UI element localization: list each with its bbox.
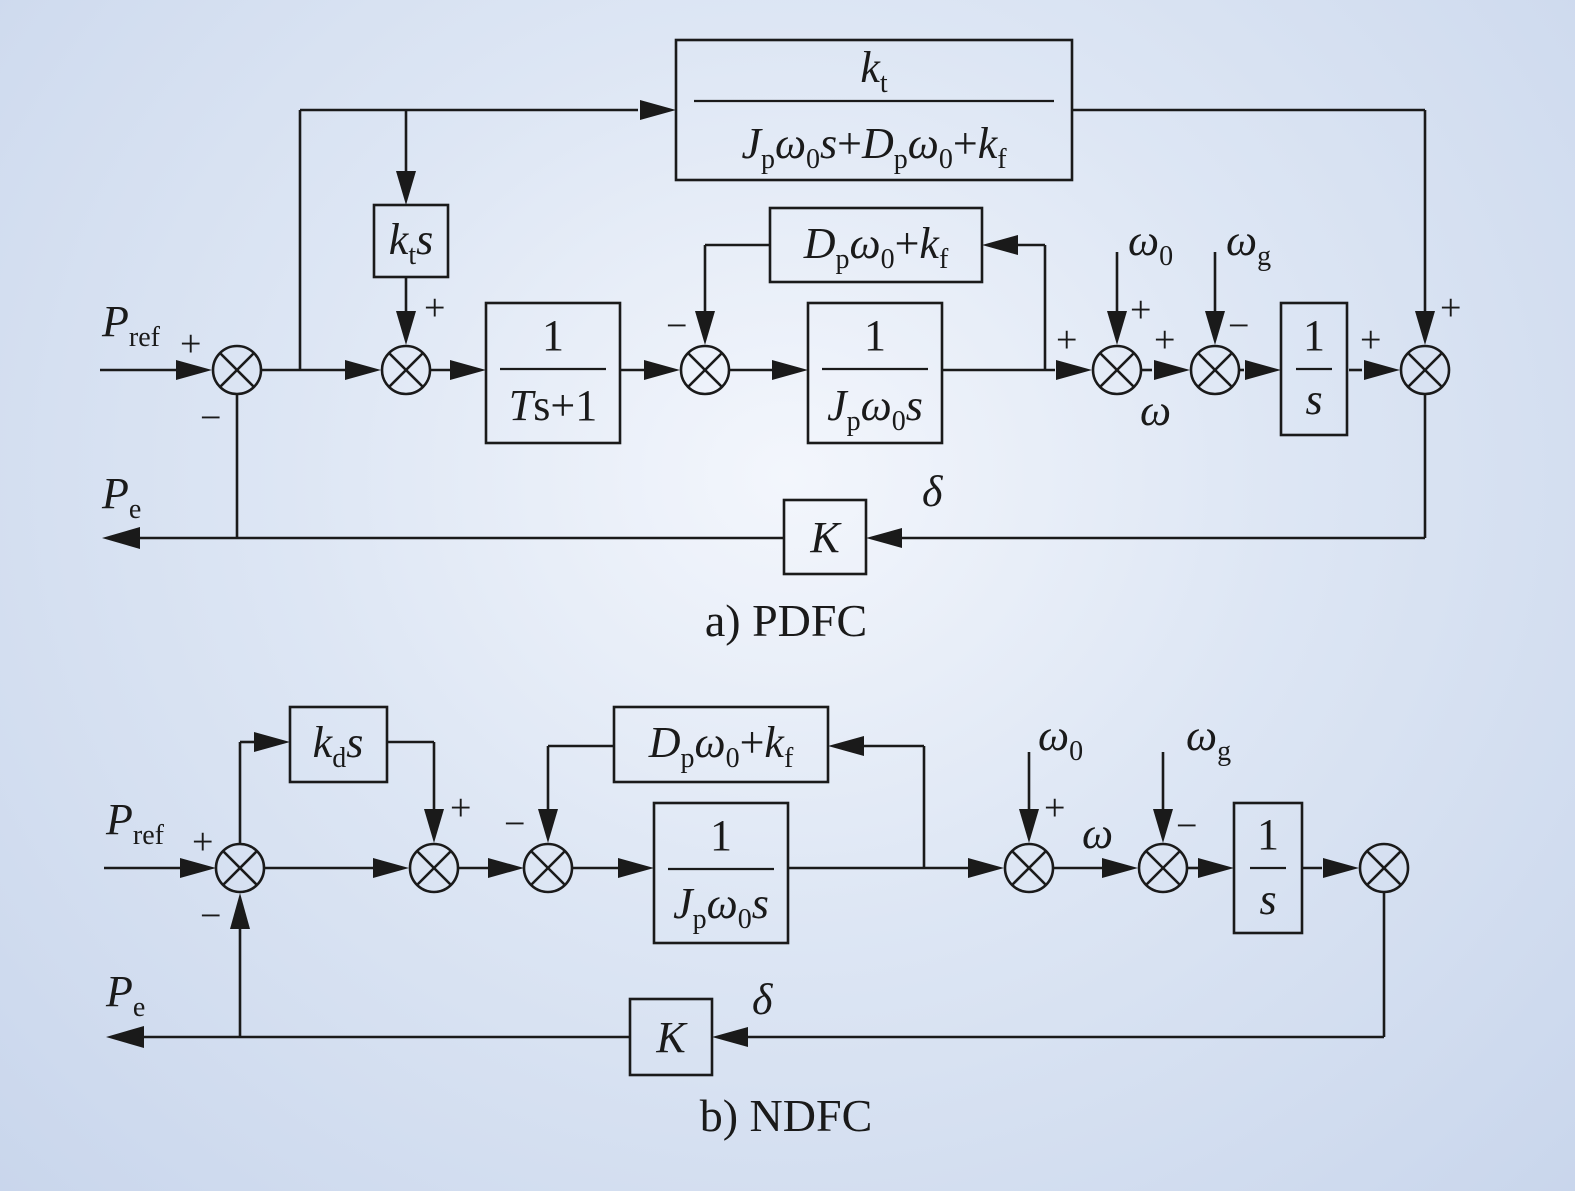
diagram-a-inertia-block: 1 Jpω0s — [806, 301, 944, 445]
sign-plus: + — [1440, 287, 1461, 329]
gain-block-label: K — [809, 513, 842, 562]
diagram-b-sum-junction-4 — [1003, 842, 1055, 894]
diagram-a-integrator-block: 1 s — [1279, 301, 1349, 437]
sign-plus: + — [1360, 319, 1381, 361]
diagram-a-sum-junction-1 — [211, 344, 263, 396]
integrator-denominator: s — [1305, 375, 1322, 424]
delta-label: δ — [752, 975, 774, 1024]
sign-plus: + — [424, 287, 445, 329]
omega-label: ω — [1140, 386, 1171, 435]
sign-minus: − — [1176, 805, 1197, 847]
input-label-pref: Pref — [101, 297, 161, 353]
diagram-b-sum-junction-6 — [1358, 842, 1410, 894]
diagram-b-signs: + − + − + − — [192, 787, 1197, 937]
diagram-b-signal-lines — [104, 740, 1386, 1039]
caption-a: a) PDFC — [705, 595, 867, 646]
diagram-a-sum-junction-3 — [679, 344, 731, 396]
diagram-b-kd-block: kds — [288, 705, 389, 784]
damping-block-label: Dpω0+kf — [803, 219, 949, 275]
output-label-pe: Pe — [101, 469, 141, 525]
gain-block-label: K — [655, 1013, 688, 1062]
diagram-a-sum-junction-2 — [380, 344, 432, 396]
sign-plus: + — [1056, 319, 1077, 361]
diagram-a-top-transfer-block: kt Jpω0s+Dpω0+kf — [674, 38, 1074, 182]
omegag-label: ωg — [1226, 216, 1271, 272]
sign-plus: + — [1154, 319, 1175, 361]
inertia-block-numerator: 1 — [864, 311, 886, 360]
integrator-numerator: 1 — [1303, 311, 1325, 360]
diagram-a-signal-lines — [100, 108, 1427, 540]
sign-minus: − — [666, 305, 687, 347]
inertia-block-numerator: 1 — [710, 811, 732, 860]
diagram-a: kt Jpω0s+Dpω0+kf kts 1 Ts+1 Dpω0+kf 1 Jp… — [100, 38, 1461, 646]
sign-plus: + — [180, 323, 201, 365]
diagram-b-damping-block: Dpω0+kf — [612, 705, 830, 784]
diagram-a-sum-junction-6 — [1399, 344, 1451, 396]
diagram-a-kt-block: kts — [372, 203, 450, 279]
diagram-b: kds Dpω0+kf 1 Jpω0s 1 s K Pref Pe ω0 ωg … — [104, 705, 1410, 1141]
omega-label: ω — [1082, 809, 1113, 858]
diagram-a-damping-block: Dpω0+kf — [768, 206, 984, 284]
diagram-a-signs: + − + − + + + − + + — [180, 287, 1461, 439]
diagram-a-arrowheads — [102, 100, 1435, 549]
sign-plus: + — [1044, 787, 1065, 829]
diagram-b-arrowheads — [106, 732, 1359, 1048]
omega0-label: ω0 — [1038, 711, 1083, 767]
sign-plus: + — [1130, 289, 1151, 331]
delta-label: δ — [922, 467, 944, 516]
top-block-numerator: kt — [860, 43, 888, 99]
diagram-b-sum-junction-1 — [214, 842, 266, 894]
kt-block-label: kts — [389, 215, 433, 271]
diagram-b-integrator-block: 1 s — [1232, 801, 1304, 935]
diagram-b-sum-junction-5 — [1137, 842, 1189, 894]
inertia-block-denominator: Jpω0s — [673, 879, 769, 935]
sign-plus: + — [450, 787, 471, 829]
caption-b: b) NDFC — [700, 1090, 873, 1141]
omega0-label: ω0 — [1128, 216, 1173, 272]
diagram-a-sum-junction-5 — [1189, 344, 1241, 396]
sign-minus: − — [200, 397, 221, 439]
output-label-pe: Pe — [105, 967, 145, 1023]
sign-minus: − — [1228, 305, 1249, 347]
diagram-b-gain-block: K — [628, 997, 714, 1077]
damping-block-label: Dpω0+kf — [648, 718, 794, 774]
filter-block-denominator: Ts+1 — [509, 381, 597, 430]
diagram-a-gain-block: K — [782, 498, 868, 576]
sign-minus: − — [504, 803, 525, 845]
sign-minus: − — [200, 895, 221, 937]
top-block-denominator: Jpω0s+Dpω0+kf — [741, 119, 1007, 175]
diagram-b-sum-junction-2 — [408, 842, 460, 894]
input-label-pref: Pref — [105, 795, 165, 851]
integrator-denominator: s — [1259, 875, 1276, 924]
inertia-block-denominator: Jpω0s — [827, 381, 923, 437]
diagram-a-filter-block: 1 Ts+1 — [484, 301, 622, 445]
omegag-label: ωg — [1186, 711, 1231, 767]
diagram-a-sum-junction-4 — [1091, 344, 1143, 396]
diagram-b-inertia-block: 1 Jpω0s — [652, 801, 790, 945]
integrator-numerator: 1 — [1257, 810, 1279, 859]
sign-plus: + — [192, 821, 213, 863]
kd-block-label: kds — [313, 718, 364, 774]
diagram-b-sum-junction-3 — [522, 842, 574, 894]
filter-block-numerator: 1 — [542, 311, 564, 360]
